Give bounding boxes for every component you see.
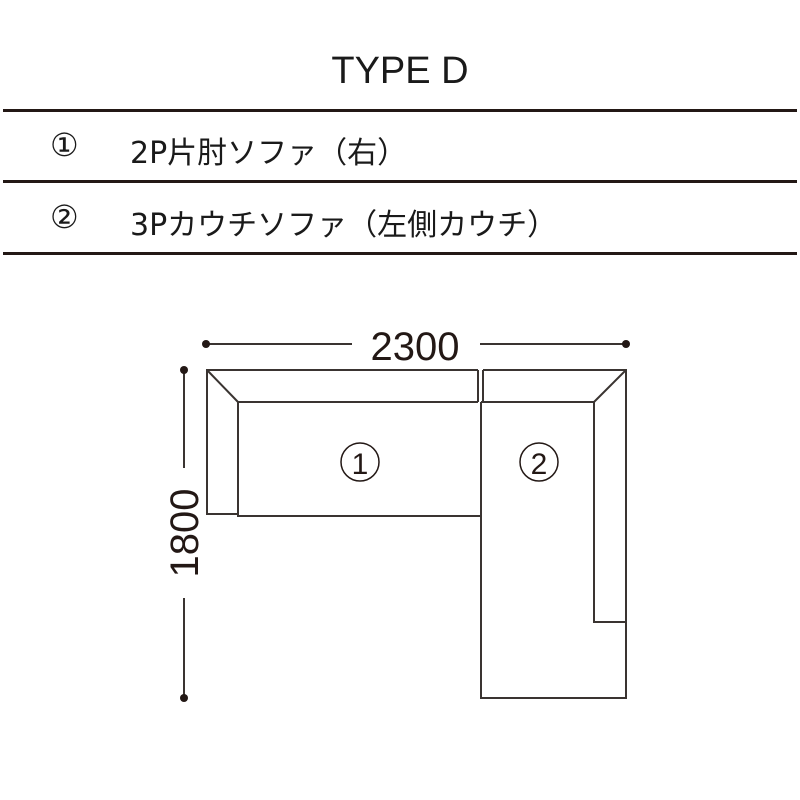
piece-marker-2: 2 xyxy=(531,448,548,481)
piece-marker-circle xyxy=(340,442,380,482)
piece-3p-couch xyxy=(480,369,627,699)
width-label: 2300 xyxy=(371,325,460,369)
page-title: TYPE D xyxy=(331,50,469,92)
depth-dimension xyxy=(180,366,188,702)
divider xyxy=(3,109,797,112)
list-item: ② 3Pカウチソファ（左側カウチ） xyxy=(0,186,800,252)
item-label: 2P片肘ソファ（右） xyxy=(130,136,408,171)
item-label: 3Pカウチソファ（左側カウチ） xyxy=(130,208,558,243)
piece-2p-sofa xyxy=(206,369,481,517)
width-dimension xyxy=(202,340,630,348)
depth-label: 1800 xyxy=(163,489,207,578)
list-item: ① 2P片肘ソファ（右） xyxy=(0,114,800,180)
item-marker: ① xyxy=(50,126,79,164)
piece-marker-circle xyxy=(519,442,559,482)
item-marker: ② xyxy=(50,198,79,236)
divider xyxy=(3,252,797,255)
piece-marker-1: 1 xyxy=(352,448,369,481)
divider xyxy=(3,180,797,183)
